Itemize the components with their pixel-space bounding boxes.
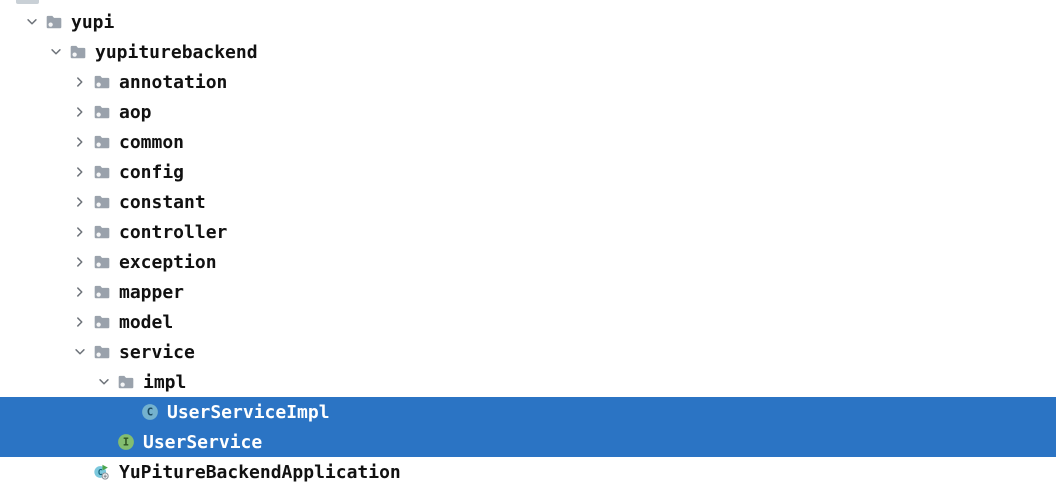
- folder-icon: [94, 165, 110, 179]
- folder-icon: [94, 105, 110, 119]
- tree-row-aop[interactable]: aop: [0, 97, 1056, 127]
- folder-icon: [45, 13, 63, 31]
- chevron-down-icon[interactable]: [69, 341, 91, 363]
- chevron-right-icon[interactable]: [69, 191, 91, 213]
- tree-row-label: yupi: [71, 11, 115, 33]
- run-class-icon: C: [93, 463, 111, 481]
- folder-icon: [117, 373, 135, 391]
- folder-icon: [94, 255, 110, 269]
- chevron-right-icon: [77, 137, 83, 147]
- tree-row-userservice[interactable]: I UserService: [0, 427, 1056, 457]
- chevron-right-icon[interactable]: [69, 71, 91, 93]
- folder-icon: [118, 375, 134, 389]
- partial-folder-icon: [16, 0, 39, 4]
- folder-icon: [94, 225, 110, 239]
- chevron-empty-slot: [117, 401, 139, 423]
- chevron-down-icon: [75, 349, 85, 355]
- tree-row-config[interactable]: config: [0, 157, 1056, 187]
- tree-row-yupi[interactable]: yupi: [0, 7, 1056, 37]
- tree-row-impl[interactable]: impl: [0, 367, 1056, 397]
- chevron-right-icon[interactable]: [69, 161, 91, 183]
- run-class-icon: C: [94, 464, 109, 480]
- chevron-down-icon[interactable]: [93, 371, 115, 393]
- chevron-down-icon[interactable]: [45, 41, 67, 63]
- svg-text:C: C: [147, 406, 153, 419]
- tree-row-model[interactable]: model: [0, 307, 1056, 337]
- chevron-right-icon[interactable]: [69, 311, 91, 333]
- tree-row-constant[interactable]: constant: [0, 187, 1056, 217]
- folder-icon: [94, 315, 110, 329]
- folder-icon: [93, 73, 111, 91]
- tree-row-label: aop: [119, 101, 152, 123]
- chevron-down-icon[interactable]: [21, 11, 43, 33]
- tree-row-label: service: [119, 341, 195, 363]
- chevron-down-icon: [99, 379, 109, 385]
- folder-icon: [93, 223, 111, 241]
- chevron-empty-slot: [69, 461, 91, 483]
- folder-icon: [93, 103, 111, 121]
- tree-row-common[interactable]: common: [0, 127, 1056, 157]
- chevron-right-icon[interactable]: [69, 101, 91, 123]
- folder-icon: [93, 343, 111, 361]
- chevron-right-icon: [77, 197, 83, 207]
- tree-row-exception[interactable]: exception: [0, 247, 1056, 277]
- tree-row-label: impl: [143, 371, 187, 393]
- tree-row-label: YuPitureBackendApplication: [119, 461, 401, 483]
- tree-row-label: UserService: [143, 431, 263, 453]
- chevron-right-icon[interactable]: [69, 251, 91, 273]
- tree-row-label: constant: [119, 191, 206, 213]
- chevron-right-icon: [77, 77, 83, 87]
- chevron-right-icon: [77, 317, 83, 327]
- tree-row-controller[interactable]: controller: [0, 217, 1056, 247]
- interface-icon: I: [118, 434, 134, 450]
- chevron-right-icon: [77, 107, 83, 117]
- folder-icon: [93, 193, 111, 211]
- chevron-right-icon[interactable]: [69, 131, 91, 153]
- interface-icon: I: [117, 433, 135, 451]
- tree-row-yupiturebackend[interactable]: yupiturebackend: [0, 37, 1056, 67]
- tree-row-mapper[interactable]: mapper: [0, 277, 1056, 307]
- class-icon: C: [142, 404, 158, 420]
- chevron-right-icon[interactable]: [69, 221, 91, 243]
- class-icon: C: [141, 403, 159, 421]
- chevron-right-icon: [77, 287, 83, 297]
- tree-row-label: controller: [119, 221, 228, 243]
- tree-row-yupiturebackendapplication[interactable]: C YuPitureBackendApplication: [0, 457, 1056, 487]
- folder-icon: [94, 75, 110, 89]
- chevron-right-icon: [77, 167, 83, 177]
- tree-row-label: yupiturebackend: [95, 41, 258, 63]
- chevron-down-icon: [51, 49, 61, 55]
- tree-row-label: mapper: [119, 281, 185, 303]
- tree-rows: yupi yupiturebackend annotation aop comm…: [0, 7, 1056, 487]
- tree-row-label: exception: [119, 251, 217, 273]
- tree-row-label: model: [119, 311, 174, 333]
- chevron-right-icon: [77, 257, 83, 267]
- tree-row-userserviceimpl[interactable]: C UserServiceImpl: [0, 397, 1056, 427]
- chevron-right-icon: [77, 227, 83, 237]
- folder-icon: [94, 345, 110, 359]
- svg-text:I: I: [123, 436, 129, 449]
- chevron-down-icon: [27, 19, 37, 25]
- chevron-right-icon[interactable]: [69, 281, 91, 303]
- svg-text:C: C: [98, 467, 103, 477]
- folder-icon: [69, 43, 87, 61]
- folder-icon: [93, 253, 111, 271]
- tree-row-label: annotation: [119, 71, 228, 93]
- tree-row-service[interactable]: service: [0, 337, 1056, 367]
- folder-icon: [70, 45, 86, 59]
- folder-icon: [93, 133, 111, 151]
- tree-row-label: config: [119, 161, 185, 183]
- folder-icon: [93, 163, 111, 181]
- folder-icon: [93, 313, 111, 331]
- folder-icon: [94, 135, 110, 149]
- tree-row-label: common: [119, 131, 185, 153]
- tree-row-annotation[interactable]: annotation: [0, 67, 1056, 97]
- folder-icon: [94, 195, 110, 209]
- tree-row-label: UserServiceImpl: [167, 401, 330, 423]
- folder-icon: [93, 283, 111, 301]
- chevron-empty-slot: [93, 431, 115, 453]
- folder-icon: [94, 285, 110, 299]
- folder-icon: [46, 15, 62, 29]
